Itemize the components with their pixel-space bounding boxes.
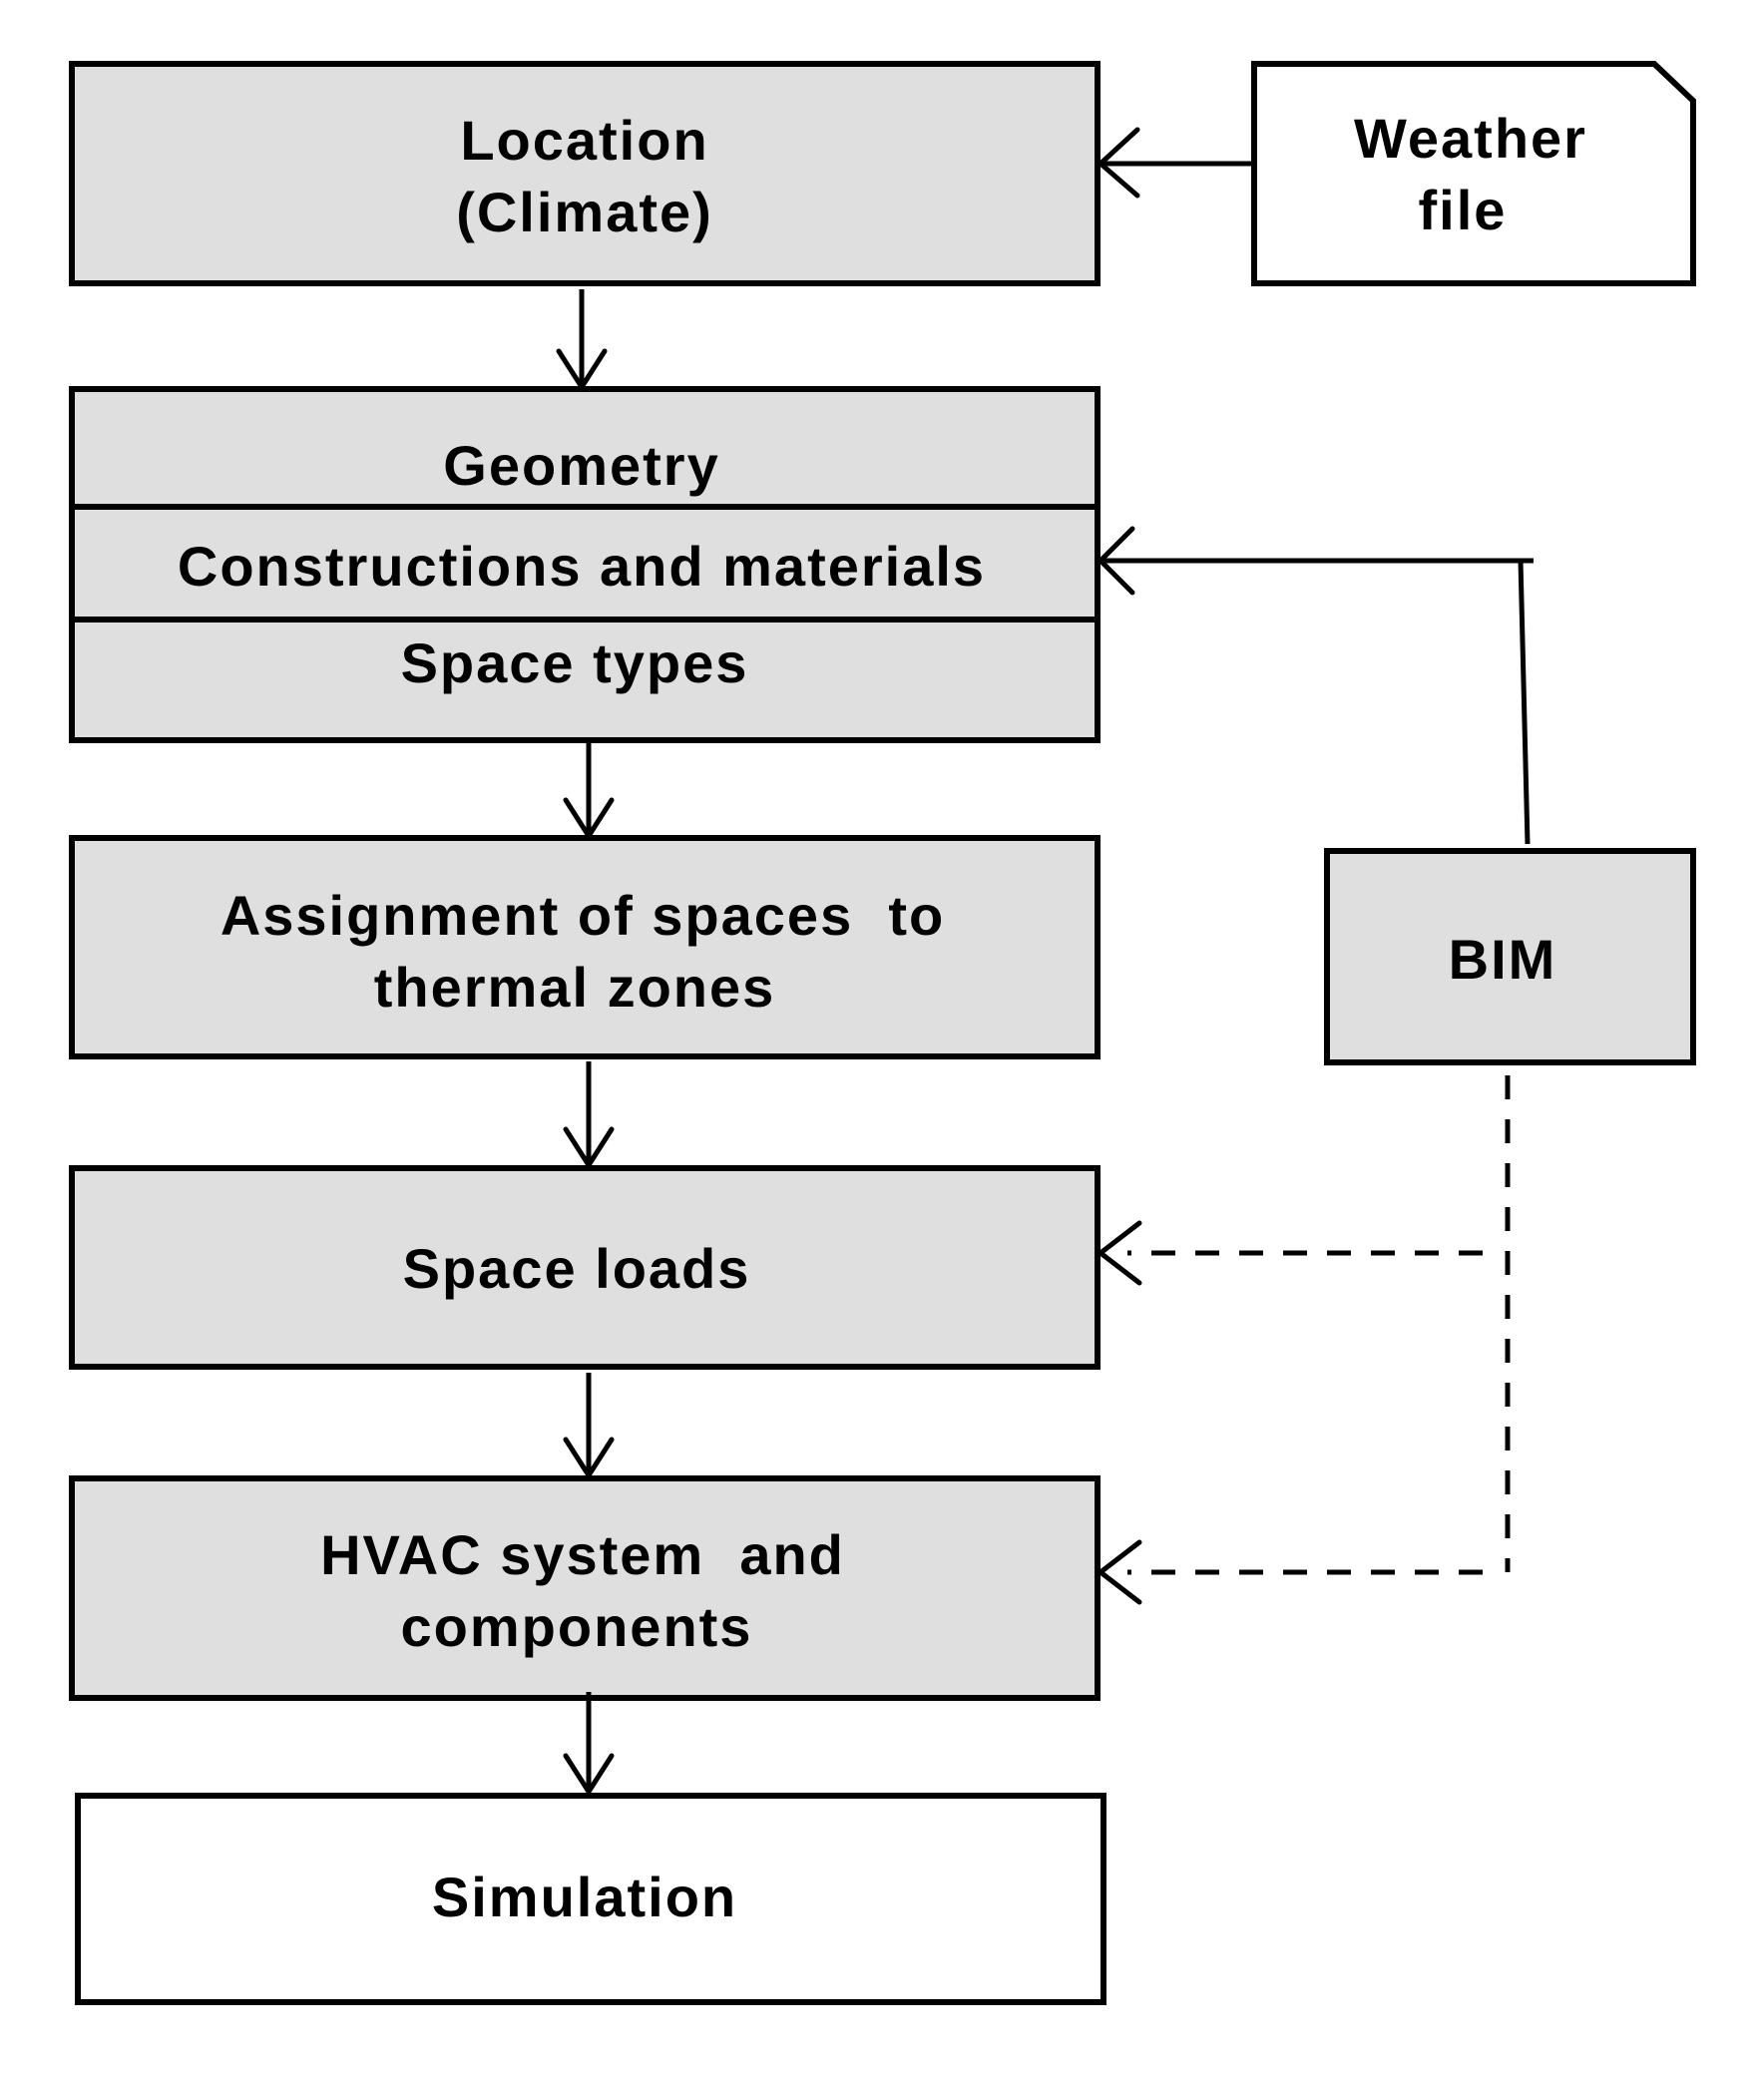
node-hvac: HVAC system and components [69, 1475, 1101, 1701]
edge-hvac-to-simulation [563, 1692, 615, 1797]
node-assignment: Assignment of spaces to thermal zones [69, 835, 1101, 1059]
edge-bim-to-space-loads-and-hvac [1096, 1075, 1511, 1605]
geometry-label: Geometry [443, 434, 719, 497]
edge-space-types-to-assignment [563, 743, 615, 841]
node-bim: BIM [1324, 848, 1696, 1065]
arrowhead-icon [563, 1753, 615, 1797]
constructions-label: Constructions and materials [178, 535, 986, 598]
edge-location-to-geometry [556, 289, 608, 392]
arrowhead-icon [1097, 127, 1140, 199]
location-label-line2: (Climate) [456, 181, 713, 243]
edge-weather-to-location [1097, 127, 1254, 199]
arrowhead-icon [1097, 526, 1135, 596]
node-weather-file: Weather file [1251, 61, 1696, 286]
edge-space-loads-to-hvac [563, 1373, 615, 1480]
space-loads-label: Space loads [403, 1237, 751, 1300]
edge-bim-to-constructions [1097, 526, 1534, 845]
hvac-label-line1: HVAC system and [320, 1523, 845, 1586]
node-location: Location (Climate) [69, 61, 1101, 286]
arrowhead-icon [1096, 1220, 1142, 1286]
bim-label: BIM [1449, 928, 1557, 991]
node-building-definition: Geometry Constructions and materials Spa… [69, 386, 1101, 743]
weather-label-line2: file [1419, 179, 1508, 241]
assignment-label-line2: thermal zones [374, 956, 776, 1019]
hvac-label-line2: components [401, 1595, 753, 1658]
space-types-label: Space types [401, 631, 749, 694]
assignment-label-line1: Assignment of spaces to [220, 884, 945, 947]
weather-label-line1: Weather [1354, 107, 1587, 170]
arrowhead-icon [1096, 1539, 1142, 1605]
node-simulation: Simulation [75, 1793, 1106, 2005]
node-space-loads: Space loads [69, 1165, 1101, 1370]
simulation-label: Simulation [432, 1866, 737, 1928]
edge-assignment-to-space-loads [563, 1061, 615, 1170]
location-label-line1: Location [460, 109, 708, 172]
